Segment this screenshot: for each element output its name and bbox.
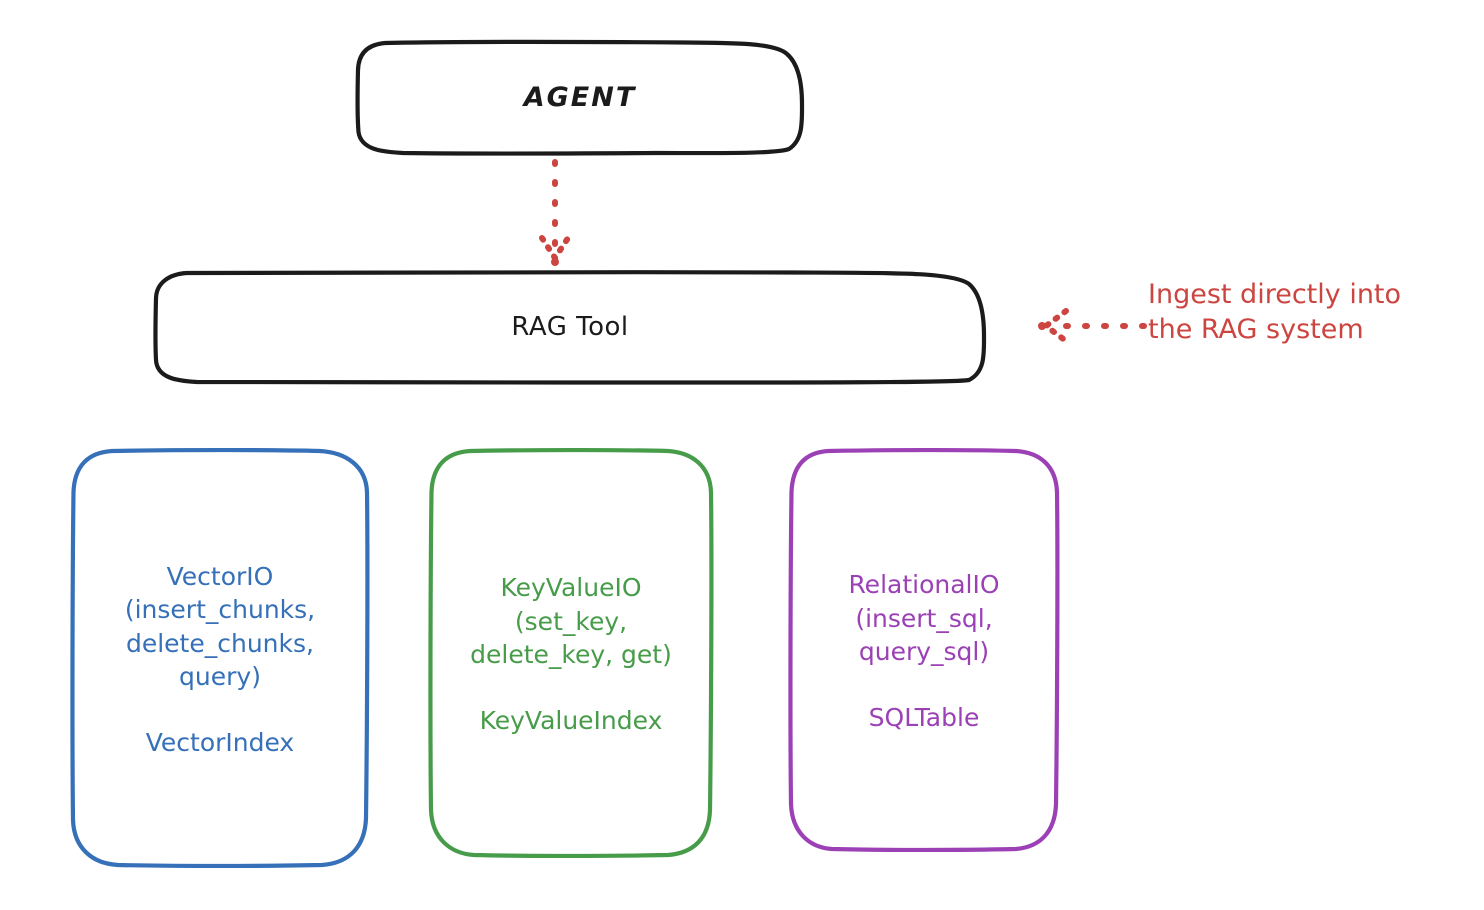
keyvalueio-node[interactable]: KeyValueIO (set_key, delete_key, get) Ke… (428, 447, 714, 859)
annotation-to-rag-tool-arrow-icon (1038, 308, 1147, 344)
agent-label: AGENT (523, 81, 637, 113)
vectorio-label: VectorIO (insert_chunks, delete_chunks, … (124, 561, 316, 692)
sqltable-label: SQLTable (868, 702, 980, 732)
vectorio-node-content: VectorIO (insert_chunks, delete_chunks, … (115, 560, 325, 757)
agent-to-rag-tool-arrow-icon (539, 159, 571, 266)
keyvalueio-node-content: KeyValueIO (set_key, delete_key, get) Ke… (460, 571, 682, 735)
relationalio-node-content: RelationalIO (insert_sql, query_sql) SQL… (838, 568, 1009, 732)
rag-tool-node-content: RAG Tool (501, 310, 638, 344)
agent-node-content: AGENT (514, 80, 647, 116)
relationalio-node[interactable]: RelationalIO (insert_sql, query_sql) SQL… (788, 447, 1060, 853)
rag-tool-node[interactable]: RAG Tool (153, 269, 987, 385)
ingest-annotation-text: Ingest directly into the RAG system (1148, 279, 1402, 345)
vectorio-node[interactable]: VectorIO (insert_chunks, delete_chunks, … (70, 447, 370, 869)
vectorio-index-label: VectorIndex (145, 727, 295, 757)
keyvalueindex-label: KeyValueIndex (479, 705, 663, 735)
rag-tool-label: RAG Tool (511, 311, 629, 342)
keyvalueio-label: KeyValueIO (set_key, delete_key, get) (470, 573, 672, 670)
relationalio-label: RelationalIO (insert_sql, query_sql) (848, 570, 1000, 667)
agent-node[interactable]: AGENT (355, 39, 805, 156)
